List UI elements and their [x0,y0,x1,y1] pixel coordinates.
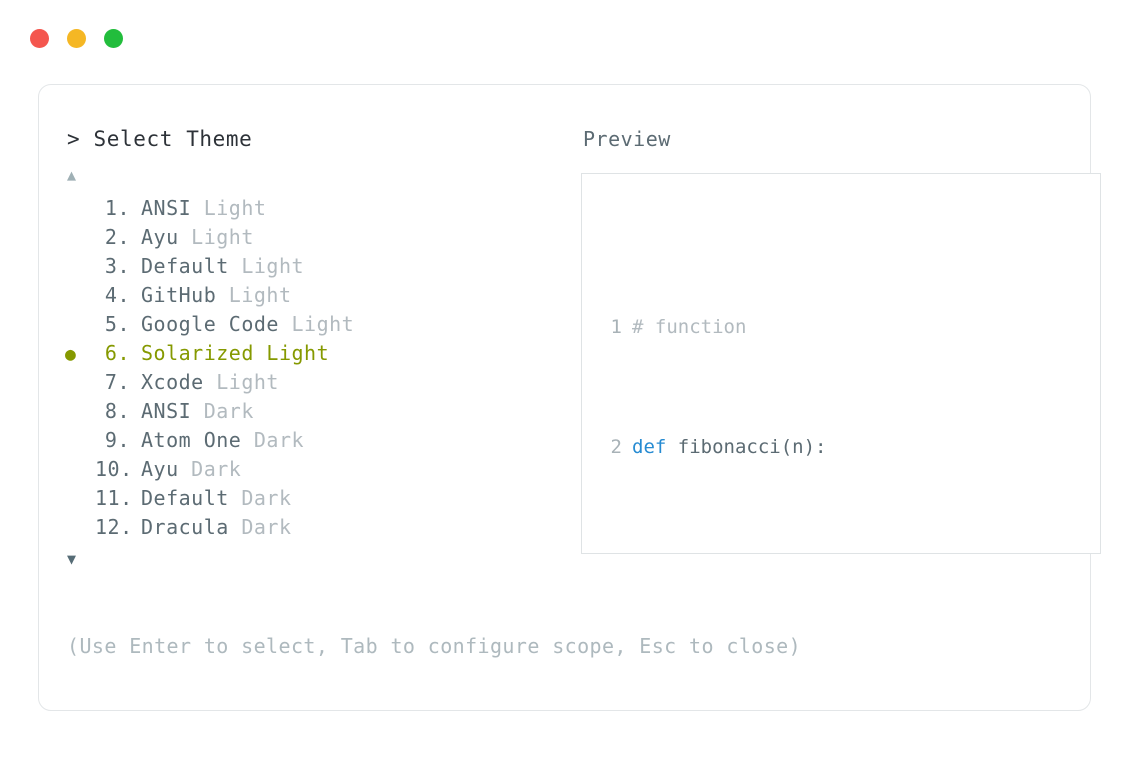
minimize-button[interactable] [67,28,86,48]
list-item[interactable]: 1. ANSI Light [65,196,535,225]
list-item-label: ANSI [141,399,192,423]
list-item[interactable]: 11. Default Dark [65,486,535,515]
list-item-index: 12. [95,515,133,539]
list-item[interactable]: 10. Ayu Dark [65,457,535,486]
code-line: 1# function [582,312,1100,342]
scroll-down-icon[interactable]: ▼ [67,550,77,568]
keyboard-hint: (Use Enter to select, Tab to configure s… [67,634,802,658]
list-item-index: 6. [104,341,130,365]
list-item-kind-text: Light [241,254,305,278]
list-item-kind [241,428,254,452]
list-item-kind-text: Dark [253,428,305,452]
line-number: 2 [610,436,622,458]
list-item-kind-text: Light [191,225,254,249]
list-item-label: Solarized [141,341,254,365]
list-item-kind [179,457,192,481]
list-item-kind [204,370,217,394]
list-item-kind [191,196,204,220]
list-item-label: GitHub [141,283,217,307]
page-title: > Select Theme [67,127,253,151]
list-item-kind [179,225,192,249]
list-item-index: 5. [104,312,130,336]
list-item-index: 7. [104,370,130,394]
list-item-index: 3. [104,254,130,278]
list-item-index: 2. [104,225,130,249]
list-item-kind-text: Dark [241,515,292,539]
list-item-label: Dracula [141,515,229,539]
list-item-kind [229,515,242,539]
list-item-kind [229,254,242,278]
list-item-label: ANSI [141,196,192,220]
list-item[interactable]: 12. Dracula Dark [65,515,535,544]
window-titlebar [0,0,1129,76]
list-item-label: Xcode [141,370,204,394]
list-item-kind-text: Dark [241,486,292,510]
list-item[interactable]: 5. Google Code Light [65,312,535,341]
list-item-label: Default [141,254,229,278]
theme-picker-card: > Select Theme ▲ 1. ANSI Light 2. A [38,84,1101,711]
list-item-index: 11. [95,486,133,510]
preview-label: Preview [583,127,671,151]
list-item-kind [279,312,292,336]
list-item-kind-text: Light [228,283,292,307]
list-item-kind [216,283,229,307]
list-item-index: 1. [104,196,130,220]
list-item-label: Google Code [141,312,279,336]
list-item-index: 4. [104,283,130,307]
line-number: 3 [604,552,622,553]
theme-picker-panel: > Select Theme ▲ 1. ANSI Light 2. A [65,129,535,572]
list-item-kind-text: Light [266,341,330,365]
list-item-label: Ayu [141,225,179,249]
list-item-label: Default [141,486,229,510]
list-item-label: Atom One [141,428,242,452]
list-item[interactable]: 2. Ayu Light [65,225,535,254]
list-item-kind-text: Light [203,196,267,220]
list-item[interactable]: 9. Atom One Dark [65,428,535,457]
list-item-index: 8. [104,399,130,423]
list-item[interactable]: 8. ANSI Dark [65,399,535,428]
list-item[interactable]: 3. Default Light [65,254,535,283]
close-button[interactable] [30,28,49,48]
list-item-kind [254,341,267,365]
maximize-button[interactable] [104,28,123,48]
list-item-index: 10. [95,457,133,481]
selection-bullet: ● [65,344,77,365]
list-item-label: Ayu [141,457,179,481]
list-item-kind-text: Dark [203,399,254,423]
list-item-kind-text: Dark [191,457,242,481]
list-item-kind-text: Light [291,312,355,336]
list-item-index: 9. [104,428,130,452]
scroll-up-icon[interactable]: ▲ [67,166,77,184]
list-item[interactable]: 7. Xcode Light [65,370,535,399]
line-number: 1 [610,316,622,338]
code-line: 3 a, b = 0, 1 [582,552,1100,553]
list-item[interactable]: 4. GitHub Light [65,283,535,312]
theme-list: 1. ANSI Light 2. Ayu Light 3. [65,196,535,544]
list-item-kind [229,486,242,510]
list-item-kind-text: Light [216,370,279,394]
list-item-selected[interactable]: ● 6. Solarized Light [65,341,535,370]
list-item-kind [191,399,204,423]
